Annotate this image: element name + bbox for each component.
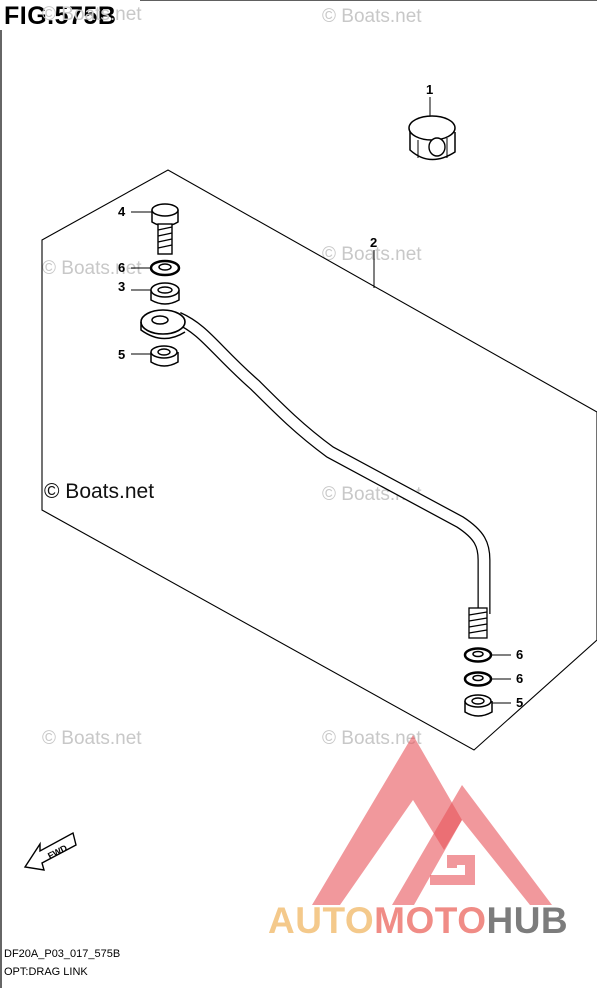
part-lock-nut xyxy=(464,694,493,717)
brand-part: MOTO xyxy=(374,900,487,941)
brand-logo-mark xyxy=(312,735,552,905)
part-washer xyxy=(149,259,181,277)
brand-wordmark: AUTOMOTOHUB xyxy=(268,900,568,942)
watermark: © Boats.net xyxy=(322,728,422,749)
assembly-box xyxy=(41,169,597,751)
watermark: © Boats.net xyxy=(42,728,142,749)
callout-number: 4 xyxy=(118,204,126,219)
watermark: © Boats.net xyxy=(322,244,422,265)
figure-caption: OPT:DRAG LINK xyxy=(4,966,88,978)
part-washer xyxy=(463,647,493,663)
callout-number: 5 xyxy=(118,347,125,362)
callout-number: 1 xyxy=(426,82,433,97)
part-spacer xyxy=(150,282,180,305)
callout-number: 3 xyxy=(118,279,125,294)
part-drag-link xyxy=(140,309,491,639)
watermark: © Boats.net xyxy=(322,6,422,27)
callout-number: 2 xyxy=(370,235,377,250)
watermark: © Boats.net xyxy=(42,4,142,25)
brand-part: HUB xyxy=(486,900,569,941)
watermark: © Boats.net xyxy=(42,258,142,279)
watermark-main: © Boats.net xyxy=(44,480,155,503)
part-washer xyxy=(463,671,493,687)
figure-code: DF20A_P03_017_575B xyxy=(4,948,121,960)
part-bolt xyxy=(151,203,179,255)
part-nut xyxy=(408,115,456,161)
callout-number: 6 xyxy=(516,671,523,686)
part-lock-nut xyxy=(150,345,179,367)
callout-number: 6 xyxy=(516,647,523,662)
fwd-arrow-icon: FWD xyxy=(23,831,77,871)
brand-part: AUTO xyxy=(268,900,375,941)
callout-number: 6 xyxy=(118,260,125,275)
callout-number: 5 xyxy=(516,695,523,710)
figure-title: FIG.575B xyxy=(4,2,117,30)
